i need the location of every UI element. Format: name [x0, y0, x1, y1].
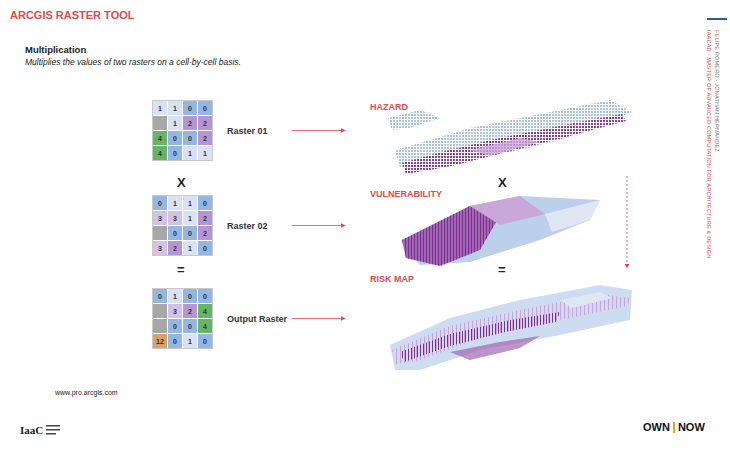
cell-value: 0	[198, 101, 212, 115]
cell-value: 1	[183, 146, 197, 160]
section-heading: Multiplication	[25, 44, 86, 55]
cell-value: 0	[183, 101, 197, 115]
map-panel: RISK MAP	[345, 268, 635, 372]
accent-bar	[707, 18, 727, 20]
hazard-map	[388, 100, 632, 174]
cell-value: 1	[183, 211, 197, 225]
cell-value: 2	[198, 131, 212, 145]
cell-value: 1	[168, 289, 182, 303]
connector-arrow	[292, 225, 345, 226]
logo-stripes	[46, 424, 66, 438]
vulnerability-map	[402, 196, 600, 266]
cell-value: 1	[183, 196, 197, 210]
cell-grid: 110012240024011	[152, 100, 213, 161]
cell-value: 2	[183, 304, 197, 318]
map-title: RISK MAP	[345, 270, 414, 284]
cell-value: 2	[198, 226, 212, 240]
cell-value: 0	[153, 196, 167, 210]
empty-cell	[153, 304, 167, 318]
brand-word: OWN	[643, 421, 670, 433]
raster-grid: 011033120023210Raster 02	[152, 195, 292, 256]
cell-value: 0	[183, 319, 197, 333]
dotted-arrow	[627, 176, 628, 268]
vertical-credit: IAACAD - MASTER OF ADVANCED COMPUTATION …	[706, 30, 712, 258]
cell-value: 0	[198, 241, 212, 255]
cell-value: 0	[153, 289, 167, 303]
cell-value: 0	[168, 146, 182, 160]
empty-cell	[153, 319, 167, 333]
cell-value: 12	[153, 334, 167, 348]
operator-symbol: =	[177, 262, 185, 277]
risk-map	[390, 285, 632, 370]
cell-value: 1	[168, 101, 182, 115]
cell-value: 4	[153, 146, 167, 160]
cell-value: 2	[168, 241, 182, 255]
empty-cell	[153, 226, 167, 240]
map-title: HAZARD	[345, 98, 408, 112]
cell-value: 2	[198, 116, 212, 130]
logo-text: IaaC	[20, 424, 43, 436]
cell-value: 0	[183, 289, 197, 303]
cell-value: 1	[198, 146, 212, 160]
cell-value: 1	[168, 196, 182, 210]
cell-value: 1	[168, 116, 182, 130]
cell-value: 0	[168, 226, 182, 240]
cell-value: 4	[153, 131, 167, 145]
cell-value: 2	[183, 116, 197, 130]
operator-symbol: X	[498, 175, 507, 190]
cell-value: 4	[198, 304, 212, 318]
slide-title: ARCGIS RASTER TOOL	[10, 9, 134, 21]
map-panel: VULNERABILITY	[345, 183, 635, 265]
cell-value: 4	[198, 319, 212, 333]
description: Multiplies the values of two rasters on …	[25, 57, 241, 67]
cell-value: 3	[153, 211, 167, 225]
brand-word: NOW	[678, 421, 705, 433]
cell-value: 0	[168, 131, 182, 145]
source-url: www.pro.arcgis.com	[55, 389, 118, 396]
cell-value: 1	[153, 101, 167, 115]
empty-cell	[153, 116, 167, 130]
cell-grid: 011033120023210	[152, 195, 213, 256]
cell-value: 3	[168, 211, 182, 225]
map-panel: HAZARD	[345, 96, 635, 176]
cell-value: 1	[183, 334, 197, 348]
cell-value: 3	[153, 241, 167, 255]
cell-value: 0	[198, 334, 212, 348]
operator-symbol: X	[177, 175, 186, 190]
vertical-credit: FELIPE ROMERO - JONATHAN HERNANDEZ	[714, 30, 720, 152]
operator-symbol: =	[498, 262, 506, 277]
map-title: VULNERABILITY	[345, 185, 442, 199]
raster-grid: 110012240024011Raster 01	[152, 100, 292, 161]
cell-value: 0	[183, 131, 197, 145]
cell-value: 1	[183, 241, 197, 255]
cell-grid: 010032400412010	[152, 288, 213, 349]
brand-bar	[673, 422, 675, 433]
connector-arrow	[292, 318, 345, 319]
cell-value: 0	[198, 196, 212, 210]
cell-value: 0	[168, 319, 182, 333]
connector-arrow	[292, 130, 345, 131]
raster-grid: 010032400412010Output Raster	[152, 288, 292, 349]
brand-mark: OWN NOW	[643, 421, 705, 433]
raster-label: Output Raster	[227, 314, 287, 324]
cell-value: 3	[168, 304, 182, 318]
raster-label: Raster 02	[227, 221, 268, 231]
raster-label: Raster 01	[227, 126, 268, 136]
cell-value: 2	[198, 211, 212, 225]
cell-value: 0	[183, 226, 197, 240]
cell-value: 0	[168, 334, 182, 348]
cell-value: 0	[198, 289, 212, 303]
